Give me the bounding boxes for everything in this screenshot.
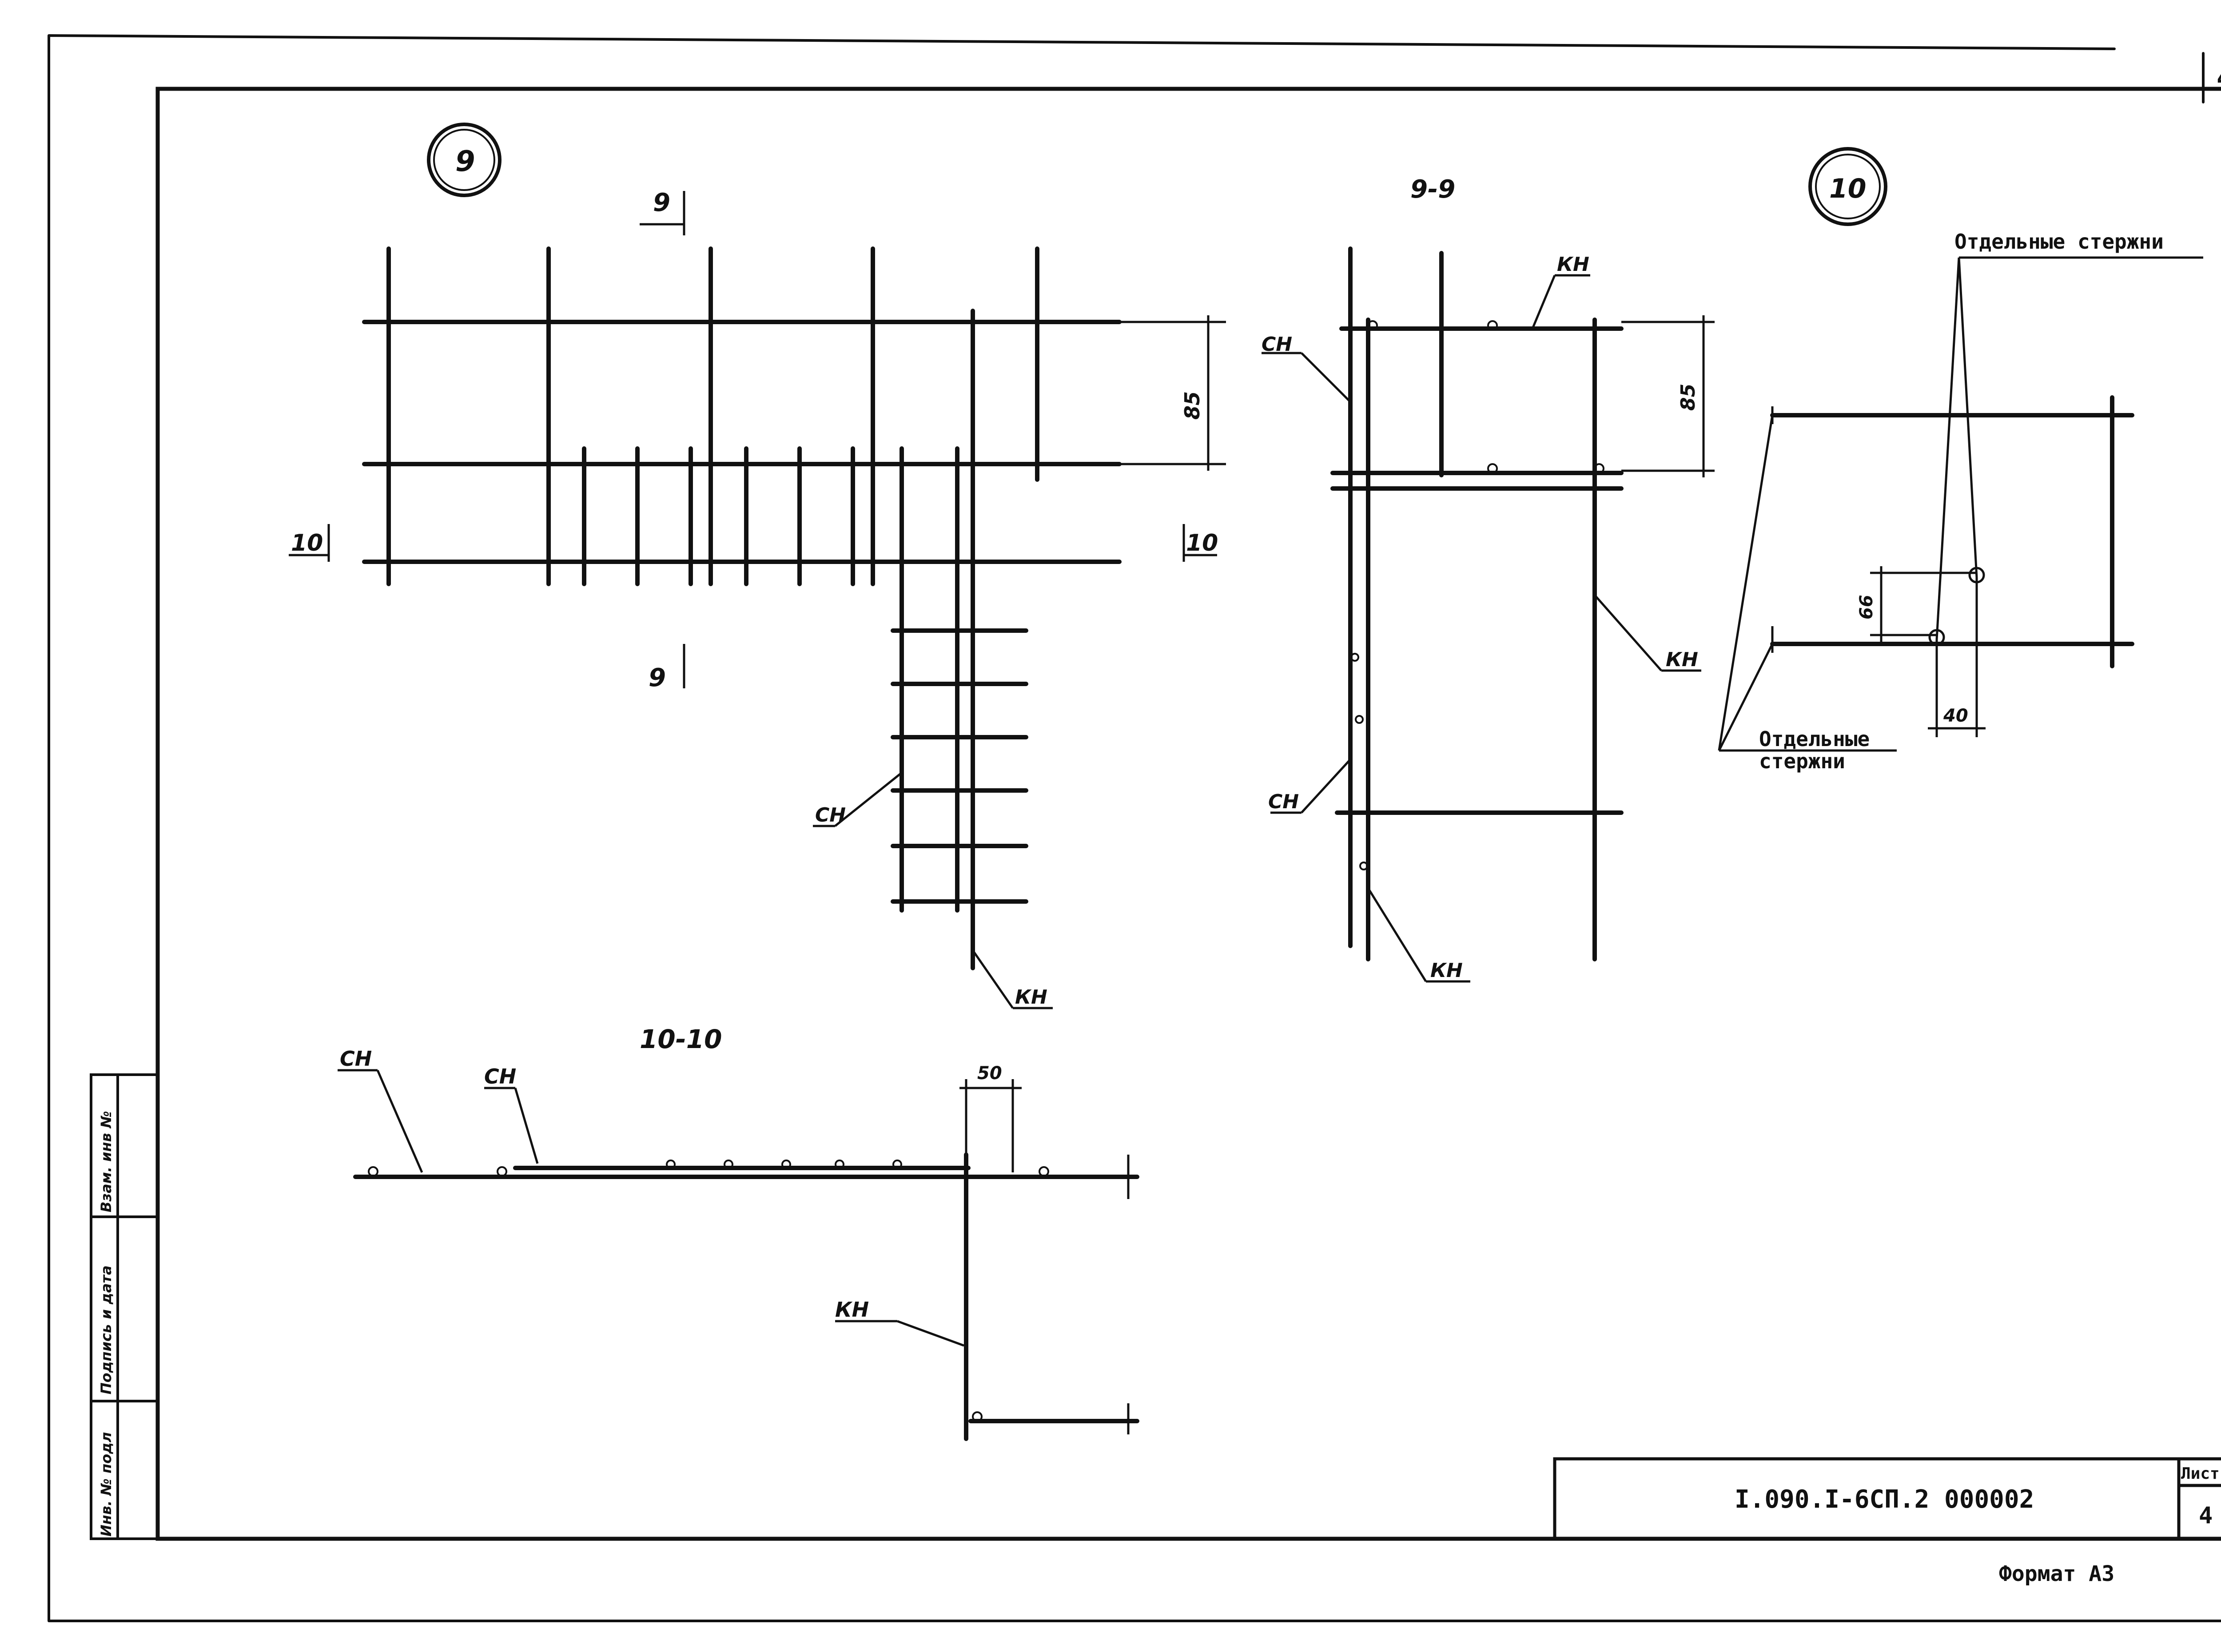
sect99-drawing [1330,246,1624,961]
sect99-title: 9-9 [1410,175,1455,204]
stamp-inv-no: Инв. № подл [98,1432,115,1537]
node10-drawing [1770,395,2134,668]
node9-plan [362,246,1122,970]
sect1010-drawing [353,1152,1139,1441]
node10-label-bottom-2: стержни [1759,749,1845,773]
node9-label-cn: СН [815,804,846,826]
stamp-vzam: Взам. инв № [98,1111,115,1212]
title-block [1553,1457,2221,1541]
node10-mark: 10 [1829,173,1867,204]
sect99-dim-85: 85 [1677,384,1700,411]
doc-code: I.090.I-6СП.2 000002 [1735,1485,2034,1514]
list-label: Лист [2181,1465,2220,1483]
node9-section-bottom: 9 [649,663,666,692]
format-label: Формат А3 [1999,1561,2114,1586]
side-stamp [90,1073,159,1540]
sect99-label-cn-top: СН [1262,333,1292,356]
node10-mark-circle [1808,147,1887,226]
node9-cut-right: 10 [1186,530,1218,556]
node9-dim-85: 85 [1180,391,1204,420]
sect1010-label-cn-2: СН [484,1064,516,1088]
node9-mark-circle [427,123,502,197]
sect1010-label-kn: КН [835,1298,869,1322]
node10-dim-40: 40 [1943,706,1968,726]
sect1010-dim-50: 50 [977,1063,1002,1084]
node10-dim-66: 66 [1856,595,1877,620]
sect99-label-cn-bottom: СН [1268,790,1299,813]
node9-label-kn: КН [1015,986,1047,1009]
node9-section-top: 9 [653,188,670,217]
inner-frame [155,87,2221,1541]
sect1010-label-cn-1: СН [340,1047,372,1071]
sect99-label-kn-bottom: КН [1430,959,1463,982]
page-number: 47 [2217,64,2221,93]
node10-label-top: Отдельные стержни [1954,230,2164,254]
sect99-label-kn-mid: КН [1666,648,1698,671]
outer-frame [48,34,2221,1622]
node10-label-bottom-1: Отдельные [1759,727,1870,751]
node9-mark: 9 [455,145,475,178]
sect1010-title: 10-10 [640,1024,722,1054]
stamp-podpis: Подпись и дата [98,1265,115,1394]
list-number: 4 [2199,1502,2213,1529]
node9-cut-left: 10 [291,530,323,556]
sect99-label-kn-top: КН [1557,253,1589,276]
